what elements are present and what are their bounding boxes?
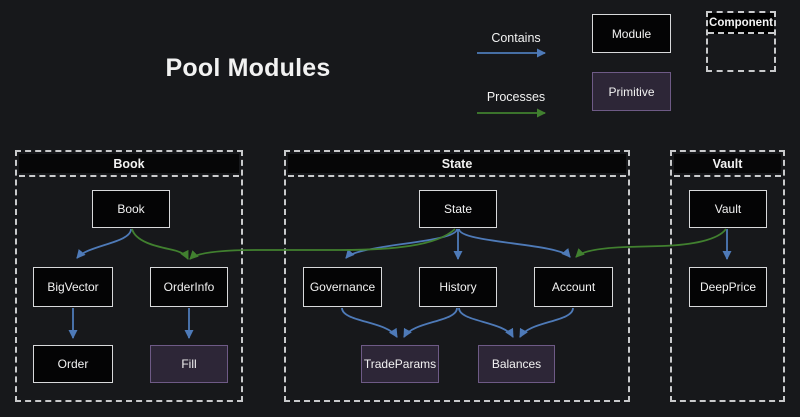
cluster-state-title: State — [288, 154, 626, 173]
node-fill: Fill — [150, 345, 228, 383]
cluster-vault-title: Vault — [674, 154, 781, 173]
node-order: Order — [33, 345, 113, 383]
node-tradeparams: TradeParams — [361, 345, 439, 383]
node-account: Account — [534, 267, 613, 307]
node-deepprice: DeepPrice — [689, 267, 767, 307]
cluster-book-title: Book — [19, 154, 239, 173]
legend-module-key: Module — [592, 14, 671, 53]
legend-component-key: Component — [706, 11, 776, 72]
node-state: State — [419, 190, 497, 228]
node-governance: Governance — [303, 267, 382, 307]
cluster-book-separator — [19, 175, 239, 177]
page-title: Pool Modules — [165, 54, 331, 82]
node-vault: Vault — [689, 190, 767, 228]
node-history: History — [419, 267, 497, 307]
node-bigvector: BigVector — [33, 267, 113, 307]
node-balances: Balances — [478, 345, 555, 383]
cluster-vault-separator — [674, 175, 781, 177]
legend-processes-label: Processes — [486, 90, 546, 104]
cluster-vault: Vault — [670, 150, 785, 402]
legend-primitive-label: Primitive — [608, 84, 655, 99]
legend-primitive-key: Primitive — [592, 72, 671, 111]
node-book: Book — [92, 190, 170, 228]
cluster-state-separator — [288, 175, 626, 177]
legend-module-label: Module — [611, 26, 652, 41]
legend-contains-label: Contains — [491, 31, 541, 45]
cluster-state: State — [284, 150, 630, 402]
node-orderinfo: OrderInfo — [150, 267, 228, 307]
legend-component-label: Component — [708, 13, 774, 34]
cluster-book: Book — [15, 150, 243, 402]
